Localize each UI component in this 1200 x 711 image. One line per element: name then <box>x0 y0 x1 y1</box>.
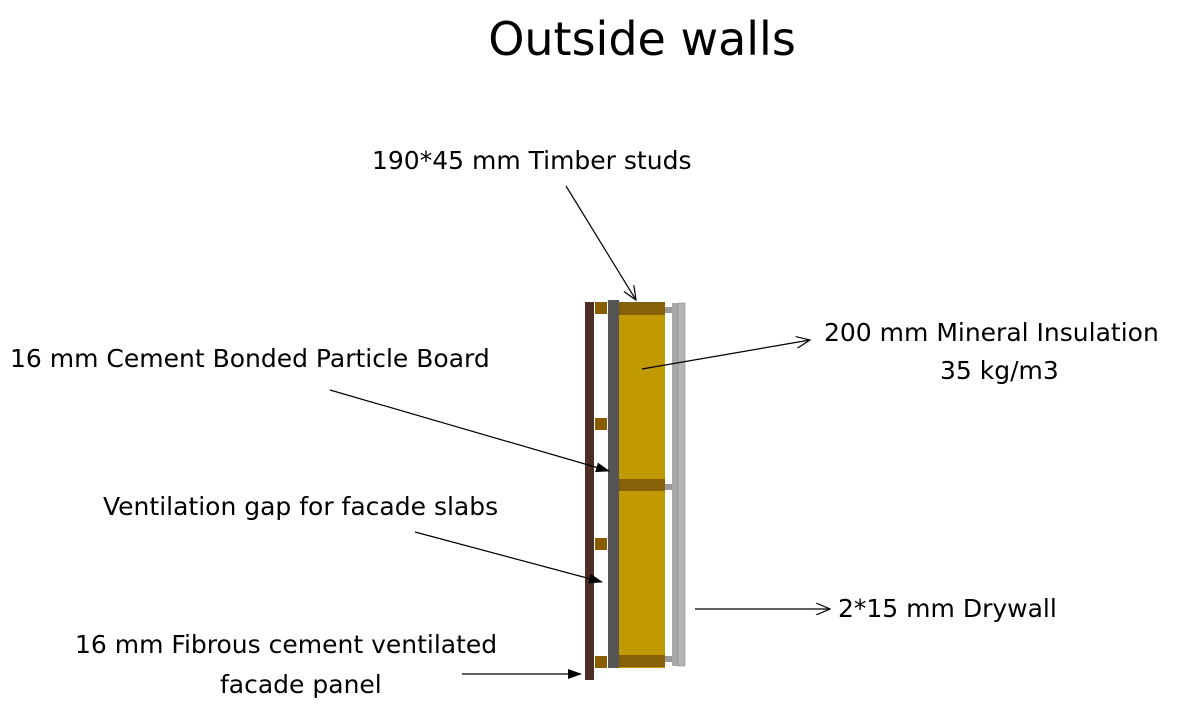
label-cement-board: 16 mm Cement Bonded Particle Board <box>10 344 490 373</box>
timber-studs <box>619 302 665 667</box>
label-mineral-insulation-density: 35 kg/m3 <box>940 356 1059 385</box>
page-title: Outside walls <box>488 12 796 66</box>
label-facade-panel: 16 mm Fibrous cement ventilated <box>75 630 498 659</box>
label-drywall: 2*15 mm Drywall <box>838 594 1057 623</box>
facade-panel <box>585 302 594 680</box>
connectors <box>665 307 672 662</box>
cement-board <box>608 300 619 668</box>
drywall <box>672 302 686 667</box>
label-timber-studs: 190*45 mm Timber studs <box>372 146 692 175</box>
label-ventilation-gap: Ventilation gap for facade slabs <box>103 492 499 521</box>
battens <box>595 302 607 668</box>
arrow-mineral-insulation <box>641 340 810 370</box>
arrow-ventilation-gap <box>414 531 603 584</box>
label-facade-panel-line2: facade panel <box>220 670 382 699</box>
arrow-cement-board <box>329 389 610 473</box>
arrow-timber-studs <box>565 185 636 300</box>
label-mineral-insulation: 200 mm Mineral Insulation <box>824 318 1159 347</box>
